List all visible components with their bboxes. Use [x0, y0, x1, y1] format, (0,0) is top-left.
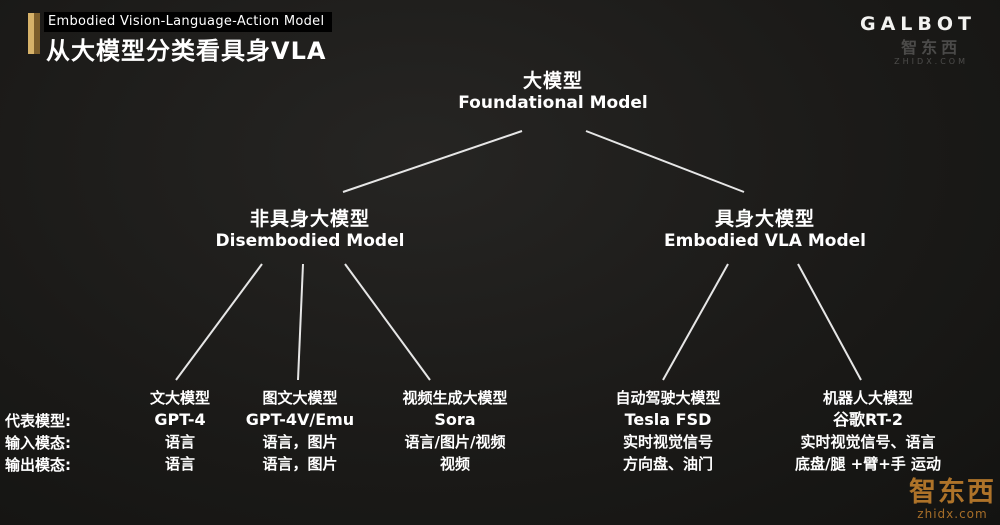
- leaf-column-autonomous-driving-model: 自动驾驶大模型 Tesla FSD 实时视觉信号 方向盘、油门: [576, 387, 760, 475]
- connector-left-leaf3: [344, 263, 431, 381]
- leaf-title: 自动驾驶大模型: [615, 389, 721, 407]
- leaf-input: 语言: [164, 433, 195, 451]
- leaf-column-robot-model: 机器人大模型 谷歌RT-2 实时视觉信号、语言 底盘/腿 +臂+手 运动: [770, 387, 966, 475]
- watermark-top-cn: 智东西: [901, 38, 962, 57]
- connector-right-leaf5: [797, 263, 862, 381]
- leaf-input: 实时视觉信号: [622, 433, 713, 451]
- watermark-bottom-cn: 智东西: [909, 477, 996, 509]
- node-embodied-model: 具身大模型 Embodied VLA Model: [615, 208, 915, 252]
- leaf-column-image-text-model: 图文大模型 GPT-4V/Emu 语言，图片 语言，图片: [222, 387, 378, 475]
- node-embodied-model-cn: 具身大模型: [714, 208, 815, 230]
- row-label-input-modality: 输入模态:: [5, 434, 71, 452]
- galbot-logo: GALBOT: [859, 13, 976, 35]
- leaf-column-text-model: 文大模型 GPT-4 语言 语言: [100, 387, 260, 475]
- node-embodied-model-en: Embodied VLA Model: [664, 231, 866, 251]
- leaf-input: 语言，图片: [262, 433, 338, 451]
- leaf-output: 底盘/腿 +臂+手 运动: [794, 455, 942, 473]
- watermark-top: 智东西 ZHIDX.COM: [894, 38, 968, 67]
- leaf-output: 语言，图片: [262, 455, 338, 473]
- leaf-model: 谷歌RT-2: [833, 410, 903, 429]
- title-accent-bar: [28, 13, 40, 54]
- node-foundational-model-cn: 大模型: [522, 70, 583, 92]
- leaf-output: 方向盘、油门: [622, 455, 713, 473]
- row-labels: 代表模型: 输入模态: 输出模态:: [5, 410, 100, 476]
- row-label-representative-model: 代表模型:: [5, 412, 71, 430]
- leaf-title: 图文大模型: [262, 389, 338, 407]
- leaf-title: 机器人大模型: [822, 389, 913, 407]
- leaf-model: GPT-4: [154, 410, 206, 429]
- leaf-model: Tesla FSD: [624, 410, 712, 429]
- leaf-input: 语言/图片/视频: [404, 433, 506, 451]
- leaf-model: Sora: [434, 410, 476, 429]
- watermark-top-en: ZHIDX.COM: [894, 57, 968, 67]
- leaf-column-video-generation-model: 视频生成大模型 Sora 语言/图片/视频 视频: [368, 387, 542, 475]
- node-disembodied-model-en: Disembodied Model: [215, 231, 405, 251]
- connector-left-leaf2: [297, 263, 304, 381]
- node-disembodied-model-cn: 非具身大模型: [249, 208, 370, 230]
- row-label-output-modality: 输出模态:: [5, 456, 71, 474]
- slide-kicker: Embodied Vision-Language-Action Model: [44, 12, 333, 32]
- leaf-output: 语言: [164, 455, 195, 473]
- connector-right-leaf4: [662, 263, 729, 381]
- leaf-input: 实时视觉信号、语言: [800, 433, 936, 451]
- slide-title: 从大模型分类看具身VLA: [46, 37, 327, 65]
- watermark-bottom: 智东西 zhidx.com: [909, 478, 996, 521]
- connector-root-right: [585, 130, 745, 193]
- node-foundational-model-en: Foundational Model: [458, 93, 648, 113]
- connector-left-leaf1: [175, 263, 263, 381]
- leaf-model: GPT-4V/Emu: [245, 410, 355, 429]
- connector-root-left: [342, 130, 523, 193]
- leaf-title: 文大模型: [149, 389, 210, 407]
- watermark-bottom-en: zhidx.com: [917, 506, 988, 521]
- node-foundational-model: 大模型 Foundational Model: [403, 70, 703, 114]
- node-disembodied-model: 非具身大模型 Disembodied Model: [160, 208, 460, 252]
- leaf-output: 视频: [439, 455, 470, 473]
- leaf-title: 视频生成大模型: [402, 389, 508, 407]
